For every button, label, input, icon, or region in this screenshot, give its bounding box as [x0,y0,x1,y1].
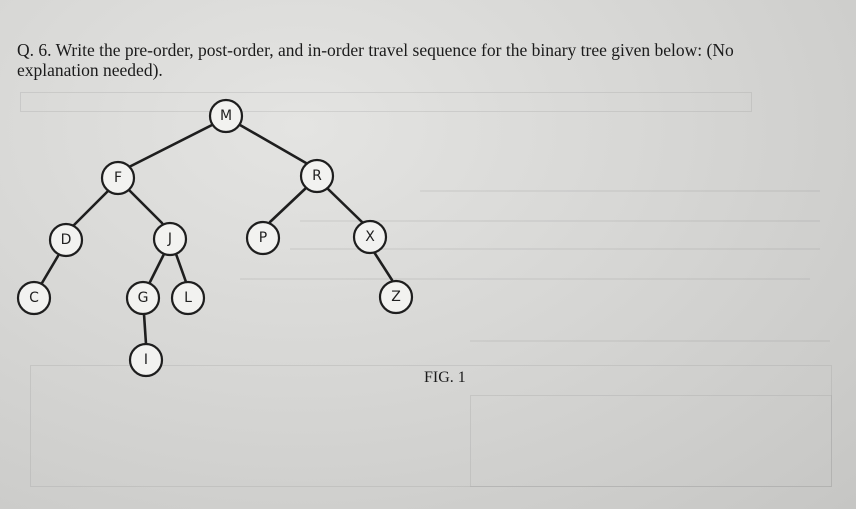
tree-node-c: C [16,280,52,316]
tree-node-g: G [125,280,161,316]
edge-m-r [238,123,308,165]
edge-r-p [268,186,308,224]
bleed-through-line [290,248,820,250]
node-label-r: R [312,168,322,184]
tree-node-f: F [100,160,136,196]
question-line-2: explanation needed). [17,60,163,80]
bleed-through-line [470,340,830,342]
edge-m-f [127,123,214,169]
tree-node-z: Z [378,279,414,315]
node-label-z: Z [391,289,401,305]
node-label-g: G [138,290,149,306]
edge-r-x [325,186,364,224]
background-box [30,365,832,487]
tree-node-l: L [170,280,206,316]
edge-j-l [174,252,188,284]
bleed-through-line [300,220,820,222]
tree-node-m: M [208,98,244,134]
node-label-d: D [61,232,72,248]
edge-x-z [372,250,394,282]
edge-f-j [127,188,164,225]
edge-j-g [148,252,166,284]
node-label-l: L [184,290,192,306]
node-label-m: M [220,108,232,124]
question-text: Q. 6. Write the pre-order, post-order, a… [17,40,817,80]
tree-node-x: X [352,219,388,255]
node-label-x: X [365,229,375,245]
tree-node-p: P [245,220,281,256]
node-label-i: I [144,352,148,368]
edge-g-i [142,312,148,346]
tree-node-d: D [48,222,84,258]
question-line-1: Q. 6. Write the pre-order, post-order, a… [17,40,734,60]
background-box [470,395,832,487]
background-box [20,92,752,112]
tree-node-j: J [152,221,188,257]
bleed-through-line [240,278,810,280]
bleed-through-line [420,190,820,192]
tree-node-i: I [128,342,164,378]
node-label-p: P [259,230,267,246]
node-label-j: J [167,231,172,247]
edge-f-d [72,188,111,227]
node-label-c: C [29,290,39,306]
edge-d-c [40,254,60,285]
figure-caption: FIG. 1 [424,369,466,386]
tree-node-r: R [299,158,335,194]
node-label-f: F [114,170,122,186]
